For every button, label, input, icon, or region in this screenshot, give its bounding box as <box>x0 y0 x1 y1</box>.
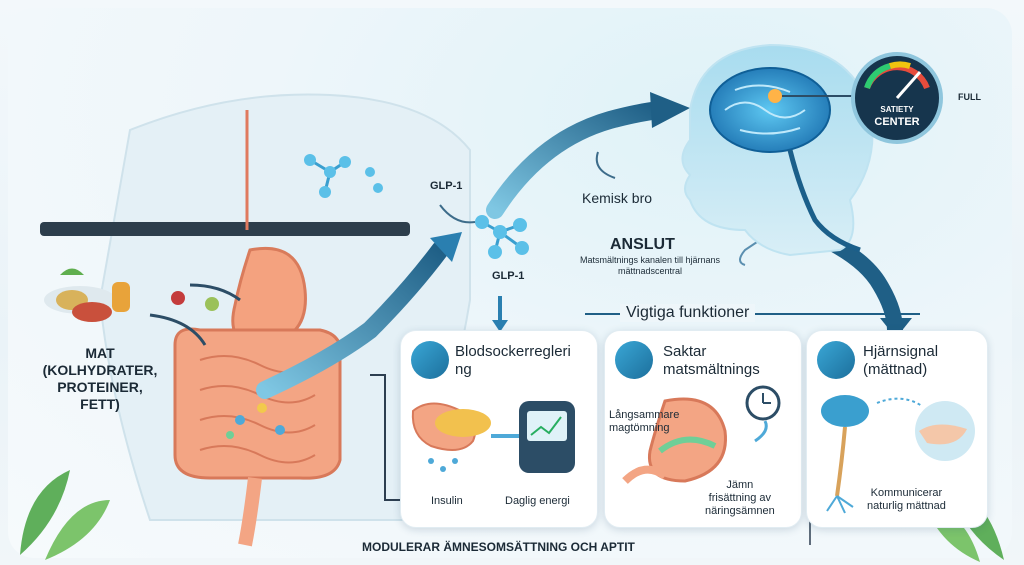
gauge-label-line: SATIETY <box>880 105 914 114</box>
card-digestion: Saktar matsmältnings Långsammare magtömn… <box>604 330 802 528</box>
card-title-line: matsmältnings <box>663 361 760 378</box>
food-label-line: PROTEINER, <box>57 379 143 395</box>
caption-line: Långsammare <box>609 409 680 421</box>
natural-satiety-label: Kommunicerar naturlig mättnad <box>867 487 946 513</box>
connect-subtitle-line: mättnadscentral <box>617 266 683 276</box>
connect-subtitle-line: Matsmältnings kanalen till hjärnans <box>579 255 721 265</box>
water-drop-icon <box>411 341 449 379</box>
card-title-line: (mättnad) <box>863 361 928 378</box>
glp1-molecule-top <box>304 154 383 198</box>
card-title-line: ng <box>455 361 472 378</box>
card-title: Saktar matsmältnings <box>663 343 760 379</box>
food-label-line: FETT) <box>80 396 120 412</box>
card-title-line: Blodsockerregleri <box>455 343 571 360</box>
brain-icon <box>817 341 855 379</box>
main-arrow-1 <box>256 241 449 399</box>
nutrient-release-label: Jämn frisättning av näringsämnen <box>705 479 775 518</box>
card-title-line: Saktar <box>663 343 707 360</box>
stomach-icon <box>615 341 653 379</box>
brain-shape <box>709 67 831 153</box>
caption-line: frisättning av <box>708 492 772 504</box>
card-blood-sugar: Blodsockerregleri ng Insulin Daglig ener… <box>400 330 598 528</box>
food-label-line: (KOLHYDRATER, <box>42 362 158 378</box>
caption-line: Jämn <box>726 479 754 491</box>
daily-energy-label: Daglig energi <box>505 495 570 507</box>
card-brain-art <box>821 395 975 514</box>
card-title-line: Hjärnsignal <box>863 343 939 360</box>
functions-heading: Vigtiga funktioner <box>620 304 756 322</box>
connect-title: ANSLUT <box>610 236 675 253</box>
gauge-label: SATIETY CENTER <box>858 104 936 128</box>
caption-line: magtömning <box>609 422 670 434</box>
horizontal-bar <box>40 222 410 236</box>
intestines-shape <box>173 327 343 480</box>
connect-subtitle: Matsmältnings kanalen till hjärnans mätt… <box>570 255 730 277</box>
main-arrow-2 <box>486 101 669 219</box>
leaf-left <box>20 470 70 555</box>
card-title: Blodsockerregleri ng <box>455 343 571 379</box>
glp1-label-top: GLP-1 <box>430 180 463 192</box>
glp1-label-mid: GLP-1 <box>492 270 525 282</box>
caption-line: naturlig mättnad <box>867 500 946 512</box>
card-digestion-art <box>622 385 781 484</box>
chemical-bridge-label: Kemisk bro <box>582 190 653 206</box>
gauge-full-label: FULL <box>958 92 981 102</box>
slower-emptying-label: Långsammare magtömning <box>609 409 679 435</box>
insulin-label: Insulin <box>431 495 463 507</box>
glp1-molecule-mid <box>475 215 529 259</box>
card-brain-signal: Hjärnsignal (mättnad) Kommunicerar natur… <box>806 330 988 528</box>
food-label: MAT (KOLHYDRATER, PROTEINER, FETT) <box>30 345 170 413</box>
card-blood-sugar-art <box>411 401 575 473</box>
footer-caption: MODULERAR ÄMNESOMSÄTTNING OCH APTIT <box>362 540 635 554</box>
caption-line: näringsämnen <box>705 505 775 517</box>
gauge-label-line: CENTER <box>874 116 920 128</box>
food-label-line: MAT <box>85 345 115 361</box>
caption-line: Kommunicerar <box>870 487 943 499</box>
card-title: Hjärnsignal (mättnad) <box>863 343 938 379</box>
